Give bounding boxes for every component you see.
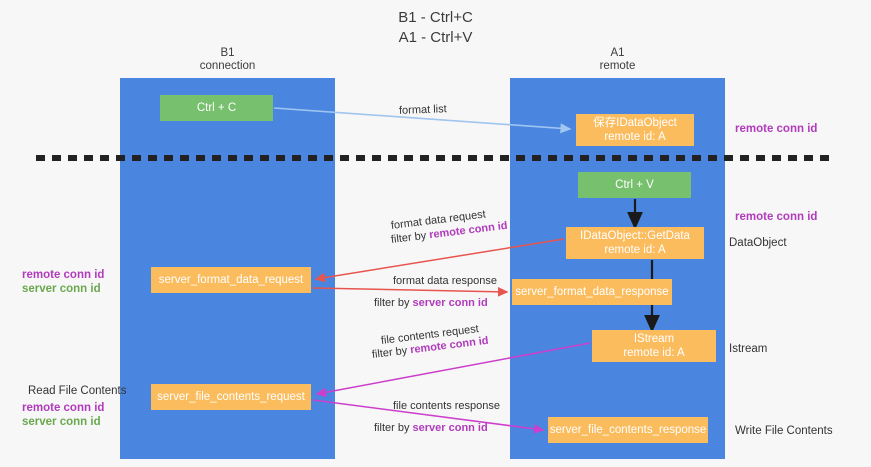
node-istream[interactable]: IStream remote id: A: [592, 330, 716, 362]
annotation-write-file-contents: Write File Contents: [735, 425, 833, 437]
filter-prefix: filter by: [390, 229, 430, 246]
filter-prefix: filter by: [371, 344, 411, 361]
node-ctrl-v-label: Ctrl + V: [615, 179, 654, 191]
arrow-format-data-response: [312, 287, 509, 297]
annotation-left-remote-conn-id-mid: remote conn id: [22, 269, 105, 281]
edge-label-format-data-response-filter: filter by server conn id: [374, 296, 488, 310]
node-istream-subtitle: remote id: A: [623, 347, 685, 359]
column-b1-name: B1: [220, 47, 235, 59]
node-server-file-contents-response[interactable]: server_file_contents_response: [548, 417, 708, 443]
title-line-1: B1 - Ctrl+C: [398, 9, 473, 26]
edge-label-file-contents-response: file contents response: [393, 400, 501, 412]
node-server-format-data-request[interactable]: server_format_data_request: [151, 267, 311, 293]
annotation-left-server-conn-id-mid: server conn id: [22, 283, 101, 295]
node-store-idataobject-subtitle: remote id: A: [604, 131, 666, 143]
phase-divider-dashed-line: [36, 155, 836, 161]
column-a1-name: A1: [610, 47, 625, 59]
node-server-format-data-response[interactable]: server_format_data_response: [512, 279, 672, 305]
annotation-left-remote-conn-id-bottom: remote conn id: [22, 402, 105, 414]
annotation-read-file-contents: Read File Contents: [28, 385, 127, 397]
edge-label-format-data-response: format data response: [393, 275, 497, 287]
column-header-a1: A1 remote: [510, 47, 725, 73]
filter-key-server-conn-id: server conn id: [412, 422, 488, 434]
node-server-file-contents-response-label: server_file_contents_response: [549, 424, 707, 436]
node-getdata-label: IDataObject::GetData: [580, 230, 690, 242]
node-istream-label: IStream: [633, 333, 675, 345]
node-server-format-data-response-label: server_format_data_response: [515, 286, 669, 298]
annotation-remote-conn-id-top: remote conn id: [735, 123, 818, 135]
filter-prefix: filter by: [374, 297, 413, 309]
annotation-remote-conn-id-mid: remote conn id: [735, 211, 818, 223]
filter-key-server-conn-id: server conn id: [412, 297, 488, 309]
node-ctrl-v[interactable]: Ctrl + V: [578, 172, 691, 198]
node-store-idataobject-label: 保存IDataObject: [593, 117, 677, 129]
filter-prefix: filter by: [374, 422, 413, 434]
node-ctrl-c[interactable]: Ctrl + C: [160, 95, 273, 121]
edge-label-format-list: format list: [398, 103, 447, 117]
column-header-b1: B1 connection: [120, 47, 335, 73]
node-ctrl-c-label: Ctrl + C: [196, 102, 237, 114]
node-idataobject-getdata[interactable]: IDataObject::GetData remote id: A: [566, 227, 704, 259]
node-store-idataobject[interactable]: 保存IDataObject remote id: A: [576, 114, 694, 146]
node-server-file-contents-request-label: server_file_contents_request: [157, 391, 305, 403]
node-server-format-data-request-label: server_format_data_request: [158, 274, 304, 286]
annotation-left-server-conn-id-bottom: server conn id: [22, 416, 101, 428]
node-getdata-subtitle: remote id: A: [604, 244, 666, 256]
annotation-dataobject: DataObject: [729, 237, 787, 249]
column-b1-role: connection: [199, 60, 256, 72]
annotation-istream: Istream: [729, 343, 768, 355]
node-server-file-contents-request[interactable]: server_file_contents_request: [151, 384, 311, 410]
column-a1-role: remote: [599, 60, 636, 72]
title-line-2: A1 - Ctrl+V: [398, 29, 473, 46]
edge-label-file-contents-response-filter: filter by server conn id: [374, 421, 488, 435]
diagram-title: B1 - Ctrl+C A1 - Ctrl+V: [0, 8, 871, 48]
